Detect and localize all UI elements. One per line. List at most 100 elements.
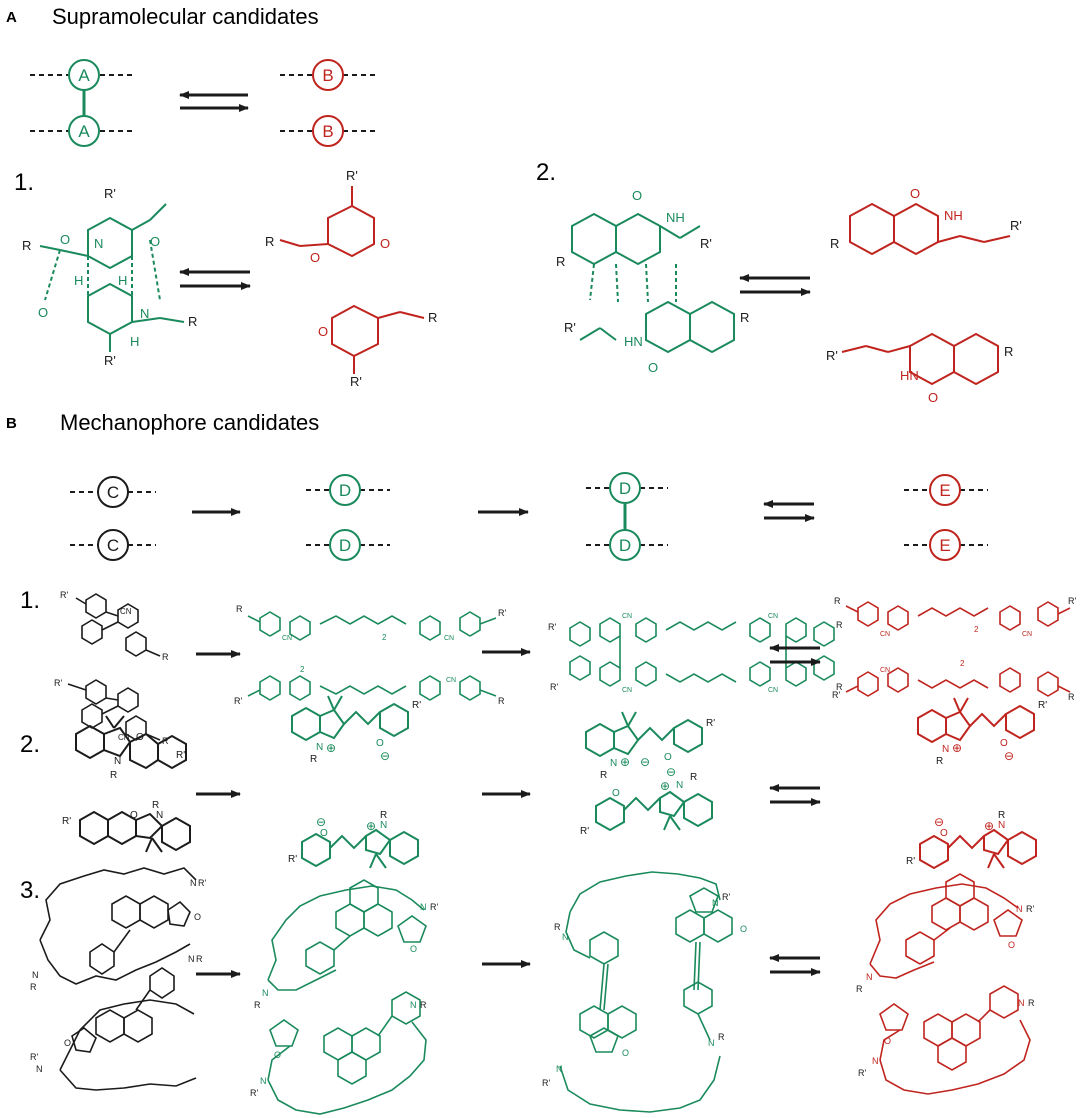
node-b-label: B — [322, 122, 333, 141]
b3-dimer-atoms: N R' R N O N R N R' O — [542, 892, 747, 1088]
svg-text:D: D — [339, 536, 351, 555]
b1-product-atoms: R CN 2 CN R' R' CN 2 R — [832, 596, 1076, 702]
svg-text:R: R — [718, 1032, 725, 1042]
svg-text:N: N — [114, 756, 121, 767]
b3-dimer-structure — [559, 871, 733, 1113]
svg-text:2: 2 — [300, 665, 305, 674]
svg-text:N: N — [32, 970, 39, 980]
svg-text:R: R — [1004, 344, 1013, 359]
svg-text:N: N — [140, 306, 149, 321]
upy-dimer-structure — [39, 203, 185, 352]
svg-text:2: 2 — [974, 625, 979, 634]
svg-text:R: R — [936, 756, 943, 767]
node-b-top: B — [280, 59, 375, 91]
svg-text:⊕: ⊕ — [952, 741, 962, 755]
panel-a-row-2-label: 2. — [536, 159, 556, 186]
panel-a-letter: A — [6, 9, 17, 26]
svg-text:R': R' — [580, 826, 589, 837]
svg-text:O: O — [410, 944, 417, 954]
svg-text:⊖: ⊖ — [934, 815, 944, 829]
b1-product-structure — [845, 601, 1071, 697]
svg-text:N: N — [1016, 904, 1023, 914]
svg-text:H: H — [130, 334, 139, 349]
svg-text:N: N — [94, 236, 103, 251]
panel-b-letter: B — [6, 415, 17, 432]
svg-text:O: O — [1000, 738, 1008, 749]
panel-b-row-2-label: 2. — [20, 731, 40, 758]
svg-text:R: R — [310, 754, 317, 765]
deug-dimer-structure — [571, 212, 735, 354]
svg-text:R': R' — [906, 856, 915, 867]
svg-text:CN: CN — [1022, 631, 1032, 638]
svg-text:R: R — [162, 652, 169, 662]
panel-b-row-1-label: 1. — [20, 587, 40, 614]
svg-text:N: N — [420, 902, 427, 912]
svg-text:CN: CN — [446, 677, 456, 684]
b2-dimer-atoms: N ⊕ R ⊖ O ⊖ R' O ⊕ N R R' — [580, 718, 715, 837]
svg-text:⊕: ⊕ — [366, 819, 376, 833]
svg-text:R: R — [162, 736, 169, 746]
b3-open-structure — [267, 879, 427, 1115]
svg-text:R: R — [1028, 998, 1035, 1008]
node-dd-bottom: D — [586, 529, 668, 561]
svg-text:D: D — [619, 479, 631, 498]
svg-text:N: N — [610, 758, 617, 769]
svg-text:C: C — [107, 483, 119, 502]
svg-text:CN: CN — [444, 635, 454, 642]
node-dd-top: D — [586, 472, 668, 504]
svg-text:R: R — [600, 770, 607, 781]
svg-text:R': R' — [542, 1078, 550, 1088]
b1-dimer-atoms: R' CN CN R R' CN CN R — [548, 613, 843, 694]
svg-text:⊕: ⊕ — [620, 755, 630, 769]
svg-text:R: R — [152, 800, 159, 811]
svg-text:N: N — [942, 744, 949, 755]
svg-text:E: E — [939, 481, 950, 500]
svg-text:N: N — [1018, 998, 1025, 1008]
equilibrium-arrow — [179, 91, 249, 112]
svg-text:R': R' — [288, 854, 297, 865]
svg-text:R': R' — [198, 878, 206, 888]
svg-text:N: N — [872, 1056, 879, 1066]
svg-text:N: N — [316, 742, 323, 753]
b1-reactant-atoms: R' CN R R' CN R — [54, 590, 169, 746]
svg-text:CN: CN — [118, 733, 130, 742]
svg-text:R: R — [110, 770, 117, 781]
svg-text:R': R' — [104, 186, 116, 201]
node-a-label: A — [78, 122, 90, 141]
svg-text:R': R' — [430, 902, 438, 912]
b1-equilibrium-arrow — [769, 644, 821, 666]
svg-text:R': R' — [1026, 904, 1034, 914]
svg-text:R': R' — [234, 696, 242, 706]
schematic-b: C C D D — [70, 472, 988, 561]
svg-text:C: C — [107, 536, 119, 555]
svg-text:R': R' — [1010, 218, 1022, 233]
panel-a-row-1-label: 1. — [14, 169, 34, 196]
equilibrium-arrow-d-e — [763, 500, 815, 522]
svg-text:R: R — [188, 314, 197, 329]
svg-text:R': R' — [1068, 596, 1076, 606]
svg-text:R: R — [856, 984, 863, 994]
svg-text:R': R' — [30, 1052, 38, 1062]
svg-text:N: N — [998, 820, 1005, 831]
svg-text:O: O — [38, 305, 48, 320]
svg-text:R: R — [830, 236, 839, 251]
svg-text:O: O — [194, 912, 201, 922]
svg-text:CN: CN — [282, 635, 292, 642]
svg-text:R: R — [22, 238, 31, 253]
a2-equilibrium-arrow — [739, 274, 811, 296]
deug-monomer-structures — [841, 202, 1011, 386]
svg-text:O: O — [928, 390, 938, 405]
svg-text:R: R — [265, 234, 274, 249]
svg-text:CN: CN — [622, 687, 632, 694]
svg-text:NH: NH — [666, 210, 685, 225]
svg-text:R: R — [236, 604, 243, 614]
svg-text:H: H — [74, 273, 83, 288]
svg-text:R': R' — [350, 374, 362, 389]
svg-text:N: N — [262, 988, 269, 998]
svg-text:N: N — [188, 954, 195, 964]
svg-text:⊖: ⊖ — [316, 815, 326, 829]
svg-text:O: O — [310, 250, 320, 265]
svg-text:D: D — [339, 481, 351, 500]
b3-product-atoms: N R' N R O N R N R' O — [856, 904, 1035, 1078]
